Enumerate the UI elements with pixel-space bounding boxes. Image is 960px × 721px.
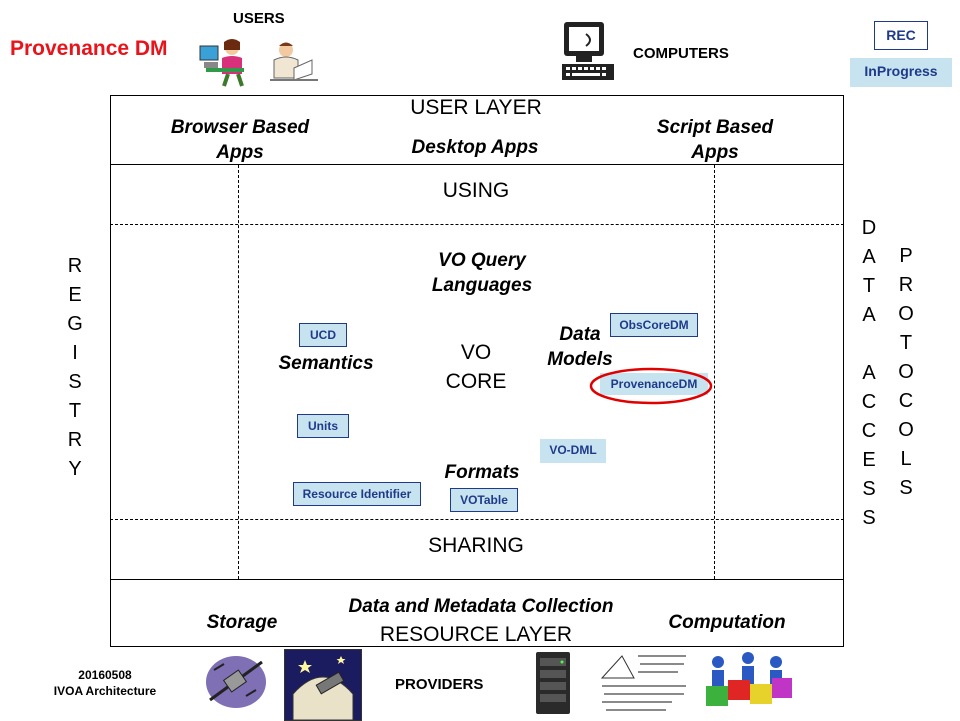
protocols-letter: O <box>898 303 914 325</box>
data-access-letter: S <box>862 478 876 500</box>
sharing-label: SHARING <box>428 534 524 557</box>
computer-icon <box>560 18 616 84</box>
data-access-letter: T <box>862 275 876 297</box>
users-label: USERS <box>233 10 285 27</box>
sharing-divider <box>110 519 844 520</box>
legend-inprogress-badge: InProgress <box>850 58 952 87</box>
vo-query-label: VO Query Languages <box>431 250 533 296</box>
right-divider <box>714 165 715 579</box>
registry-vertical-label: R E G I S T R Y <box>63 252 87 484</box>
data-access-letter: C <box>861 391 877 413</box>
vo-dml-badge: VO-DML <box>540 439 606 463</box>
protocols-letter: P <box>899 245 913 267</box>
user-at-computer-icon <box>198 36 250 88</box>
protocols-letter: C <box>898 390 914 412</box>
vo-core-label: VO CORE <box>445 341 507 393</box>
data-collection-label: Data and Metadata Collection <box>348 596 614 617</box>
desktop-apps-label: Desktop Apps <box>411 137 539 158</box>
registry-letter: E <box>68 284 82 306</box>
provenancedm-badge: ProvenanceDM <box>600 373 708 395</box>
equations-icon <box>598 650 692 714</box>
user-reading-icon <box>266 40 322 88</box>
data-access-letter: S <box>862 507 876 529</box>
data-access-letter: A <box>862 246 876 268</box>
computation-label: Computation <box>668 612 786 633</box>
script-apps-label: Script Based Apps <box>656 117 774 163</box>
data-access-letter: E <box>862 449 876 471</box>
protocols-letter: O <box>898 419 914 441</box>
left-divider <box>238 165 239 579</box>
semantics-label: Semantics <box>278 353 374 374</box>
user-layer-box <box>110 95 844 165</box>
data-access-letter: A <box>862 362 876 384</box>
votable-badge: VOTable <box>450 488 518 512</box>
footer-org: IVOA Architecture <box>53 684 157 698</box>
resource-layer-title: RESOURCE LAYER <box>379 623 573 646</box>
using-divider <box>110 224 844 225</box>
data-access-letter: D <box>861 217 877 239</box>
people-puzzle-icon <box>704 648 796 716</box>
data-access-letter: A <box>862 304 876 326</box>
footer-date: 20160508 <box>78 668 132 682</box>
data-models-label: Data Models <box>547 324 613 370</box>
resource-identifier-badge: Resource Identifier <box>293 482 421 506</box>
protocols-letter: T <box>899 332 913 354</box>
protocols-vertical-label: P R O T O C O L S <box>894 242 918 503</box>
user-layer-title: USER LAYER <box>410 96 542 119</box>
protocols-letter: O <box>898 361 914 383</box>
registry-letter: G <box>67 313 83 335</box>
satellite-icon <box>200 650 272 712</box>
registry-letter: S <box>68 371 82 393</box>
data-access-letter: C <box>861 420 877 442</box>
data-access-vertical-label: D A T A A C C E S S <box>857 214 881 533</box>
registry-letter: I <box>72 342 78 364</box>
protocols-letter: R <box>898 274 914 296</box>
legend-rec-badge: REC <box>874 21 928 50</box>
computers-label: COMPUTERS <box>633 45 729 62</box>
data-access-letter <box>857 330 881 359</box>
server-icon <box>532 650 574 716</box>
registry-letter: Y <box>68 458 82 480</box>
page-title: Provenance DM <box>10 37 168 60</box>
ucd-badge: UCD <box>299 323 347 347</box>
browser-apps-label: Browser Based Apps <box>170 117 310 163</box>
provenancedm-highlight-ellipse <box>589 367 713 405</box>
registry-letter: R <box>67 255 83 277</box>
formats-label: Formats <box>444 462 520 483</box>
using-label: USING <box>442 179 510 202</box>
registry-letter: R <box>67 429 83 451</box>
obscoredm-badge: ObsCoreDM <box>610 313 698 337</box>
providers-label: PROVIDERS <box>395 676 484 693</box>
storage-label: Storage <box>206 612 278 633</box>
registry-letter: T <box>68 400 82 422</box>
protocols-letter: L <box>900 448 912 470</box>
units-badge: Units <box>297 414 349 438</box>
protocols-letter: S <box>899 477 913 499</box>
resource-layer-box <box>110 579 844 647</box>
observatory-icon <box>284 649 362 721</box>
